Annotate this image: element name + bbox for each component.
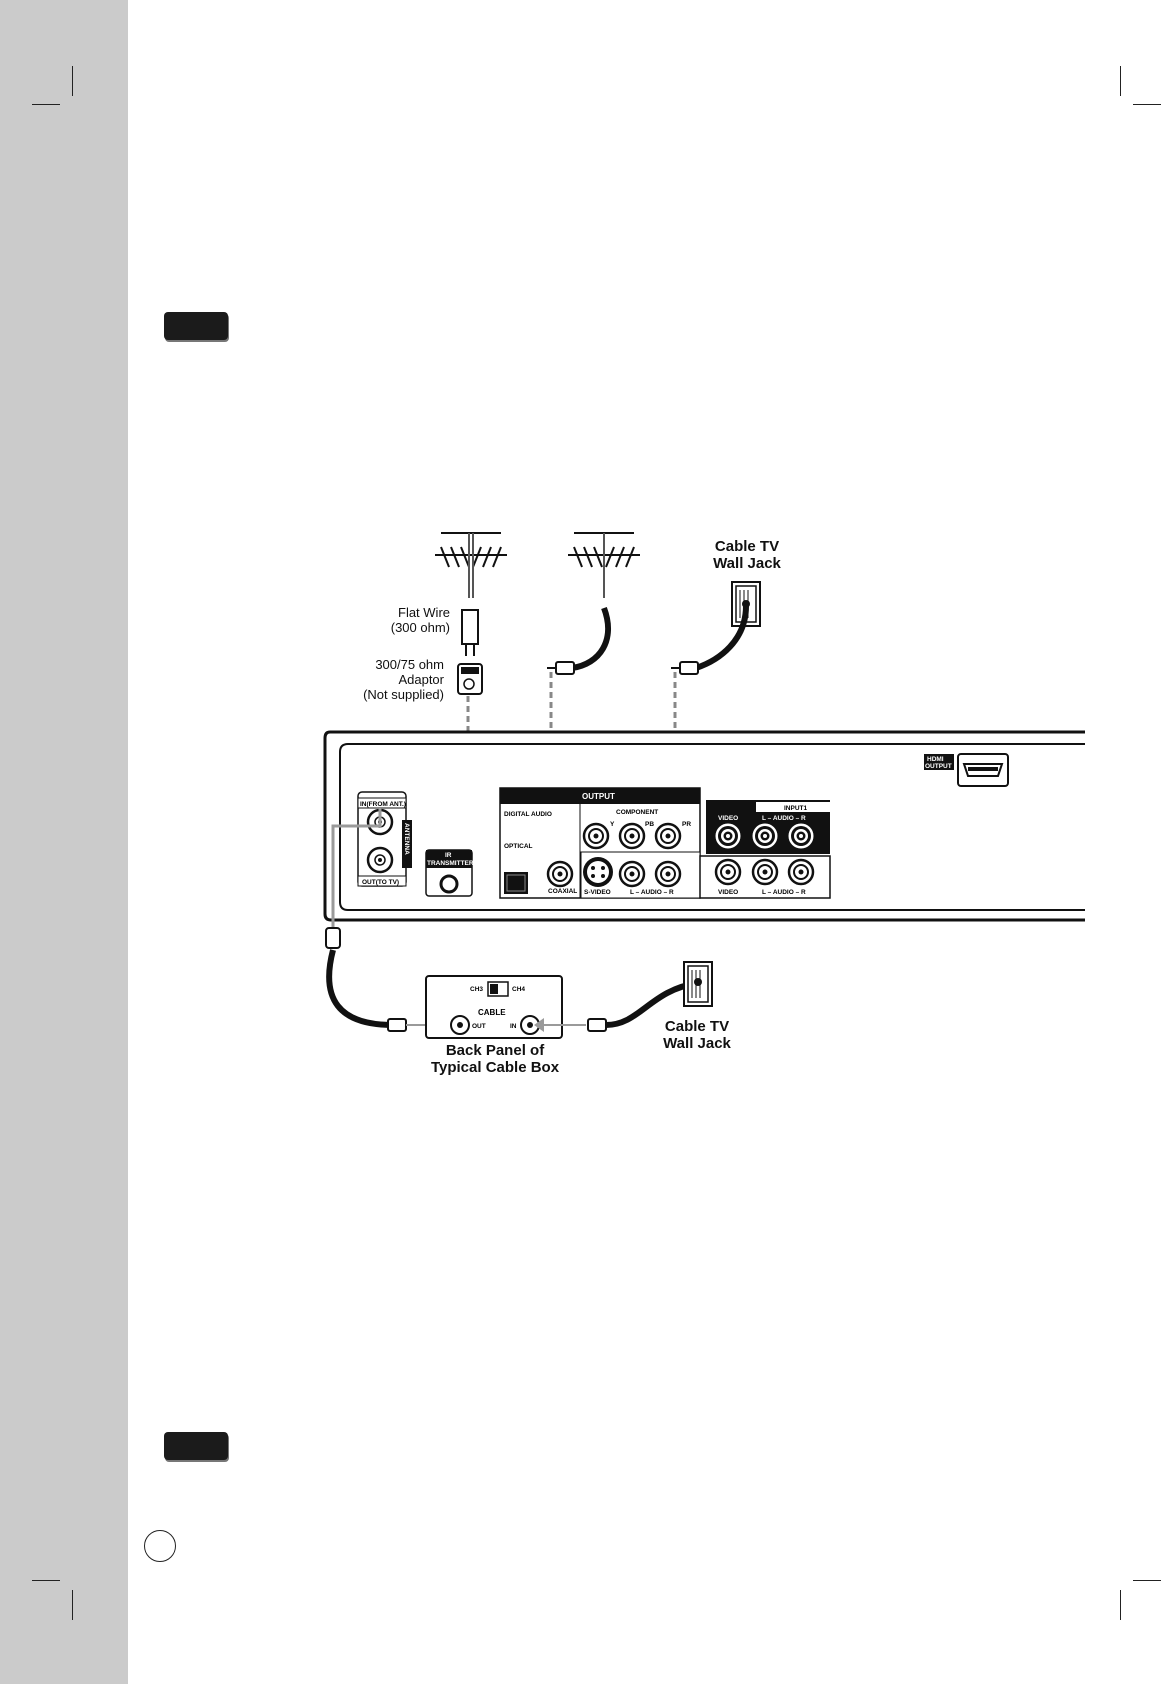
coaxial-label: COAXIAL xyxy=(548,888,577,895)
optical-label: OPTICAL xyxy=(504,843,533,850)
cable-box-cable-label: CABLE xyxy=(478,1008,506,1017)
wall-jack-bottom-icon xyxy=(683,961,713,1007)
hdmi-output-group: HDMI OUTPUT xyxy=(924,753,1009,787)
input2-audio-label: L – AUDIO – R xyxy=(762,889,806,896)
output-audio-r-jack[interactable] xyxy=(654,860,682,888)
y-label: Y xyxy=(610,821,615,828)
wall-jack-top-icon xyxy=(671,581,761,675)
component-pr-jack[interactable] xyxy=(654,822,682,850)
component-label: COMPONENT xyxy=(616,809,658,816)
wall-jack-bottom-label: Cable TV Wall Jack xyxy=(663,1018,731,1053)
hdmi-label-line2: OUTPUT xyxy=(925,763,952,770)
input1-audio-r-jack[interactable] xyxy=(788,823,814,849)
page-number-circle xyxy=(144,1530,176,1562)
out-to-tv-label: OUT(TO TV) xyxy=(362,879,399,886)
ir-label-line1: IR xyxy=(445,852,452,859)
crop-mark-bottom-left-h xyxy=(32,1580,60,1581)
input1-video-label: VIDEO xyxy=(718,815,738,822)
s-video-label: S-VIDEO xyxy=(584,889,611,896)
optical-jack[interactable] xyxy=(504,872,528,894)
crop-mark-top-right-h xyxy=(1133,104,1161,105)
output-audio-l-jack[interactable] xyxy=(618,860,646,888)
page-margin-sidebar xyxy=(0,0,128,1684)
ir-transmitter-jack[interactable] xyxy=(439,874,459,894)
adaptor-label: 300/75 ohm Adaptor (Not supplied) xyxy=(363,657,444,702)
ir-transmitter-group: IR TRANSMITTER xyxy=(425,849,474,897)
hdmi-label-line1: HDMI xyxy=(927,756,944,763)
cable-box-ch4-label: CH4 xyxy=(512,986,525,993)
ir-label-line2: TRANSMITTER xyxy=(427,860,474,867)
crop-mark-top-left xyxy=(72,66,73,96)
pr-label: PR xyxy=(682,821,691,828)
output-header: OUTPUT xyxy=(582,792,615,801)
note-badge-top xyxy=(164,312,228,340)
in-from-ant-label: IN(FROM ANT.) xyxy=(360,801,406,808)
pb-label: PB xyxy=(645,821,654,828)
input1-section: INPUT1 VIDEO L – AUDIO – R VIDEO L – AUD… xyxy=(699,800,831,899)
antenna-flat-wire-icon xyxy=(434,532,508,695)
wall-jack-top-label: Cable TV Wall Jack xyxy=(713,538,781,573)
crop-mark-bottom-left xyxy=(72,1590,73,1620)
input1-audio-l-jack[interactable] xyxy=(752,823,778,849)
input2-video-jack[interactable] xyxy=(714,858,742,886)
input2-audio-r-jack[interactable] xyxy=(787,858,815,886)
crop-mark-top-left-h xyxy=(32,104,60,105)
crop-mark-top-right xyxy=(1120,66,1121,96)
antenna-side-label: ANTENNA xyxy=(403,823,410,855)
crop-mark-bottom-right-h xyxy=(1133,1580,1161,1581)
cable-box-out-label: OUT xyxy=(472,1023,486,1030)
digital-audio-label: DIGITAL AUDIO xyxy=(504,811,552,818)
cable-box-caption: Back Panel of Typical Cable Box xyxy=(430,1042,560,1077)
component-y-jack[interactable] xyxy=(582,822,610,850)
input2-audio-l-jack[interactable] xyxy=(751,858,779,886)
input1-header: INPUT1 xyxy=(784,805,808,812)
note-badge-bottom xyxy=(164,1432,228,1460)
cable-box-in-label: IN xyxy=(510,1023,517,1030)
cable-box-ch3-label: CH3 xyxy=(470,986,483,993)
output-audio-label: L – AUDIO – R xyxy=(630,889,674,896)
gray-link-cable xyxy=(331,808,382,930)
input2-video-label: VIDEO xyxy=(718,889,738,896)
component-pb-jack[interactable] xyxy=(618,822,646,850)
coaxial-jack[interactable] xyxy=(546,860,574,888)
input1-video-jack[interactable] xyxy=(715,823,741,849)
crop-mark-bottom-right xyxy=(1120,1590,1121,1620)
antenna-terminal-group: IN(FROM ANT.) OUT(TO TV) ANTENNA xyxy=(357,791,412,887)
cable-box-panel: CH3 CH4 CABLE OUT IN xyxy=(425,975,563,1039)
output-section: OUTPUT DIGITAL AUDIO OPTICAL COAXIAL COM… xyxy=(499,787,701,899)
antenna-coaxial-icon xyxy=(547,532,641,675)
input1-audio-label: L – AUDIO – R xyxy=(762,815,806,822)
flat-wire-label: Flat Wire (300 ohm) xyxy=(390,605,450,635)
